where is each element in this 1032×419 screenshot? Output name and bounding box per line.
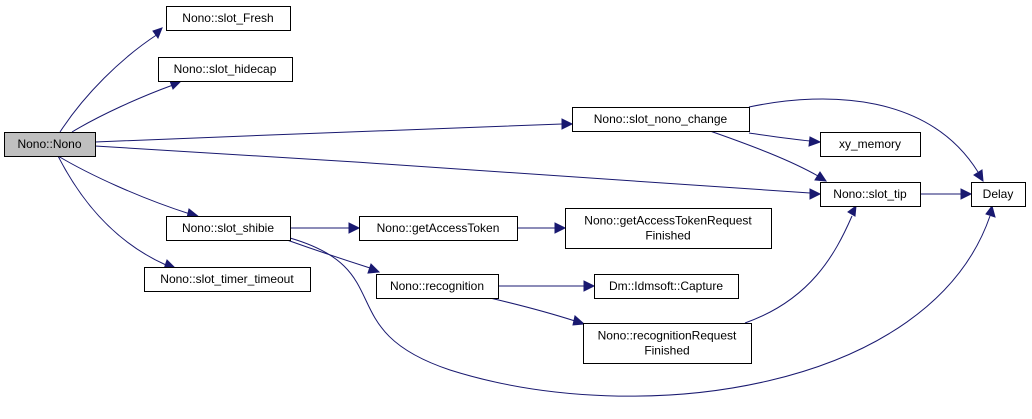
node-label: Nono::recognition [390, 279, 484, 293]
edge-recognitionReq-to-slot_tip [744, 204, 857, 324]
edge-line [94, 123, 563, 143]
node-box [166, 216, 291, 241]
edge-line [748, 132, 811, 142]
node-label: Dm::Idmsoft::Capture [609, 279, 723, 293]
arrowhead [572, 315, 586, 326]
arrowhead [554, 222, 567, 234]
arrowhead [808, 136, 822, 147]
edge-line [489, 297, 576, 322]
node-box [572, 107, 750, 132]
node-label: Nono::slot_nono_change [594, 112, 728, 126]
edge-recognition-to-capture [498, 280, 596, 292]
nodes-layer: Nono::Nono Nono::slot_FreshNono::slot_hid… [4, 6, 1026, 364]
node-nono[interactable]: Nono::Nono [4, 132, 96, 157]
node-box [376, 274, 499, 299]
node-box [359, 216, 518, 241]
node-box [820, 132, 921, 157]
node-capture[interactable]: Dm::Idmsoft::Capture [594, 274, 739, 299]
edge-shibie-to-delay [289, 204, 996, 397]
node-label: Nono::Nono [17, 137, 81, 151]
arrowhead [985, 204, 996, 218]
edge-line [744, 215, 853, 324]
arrowhead [583, 280, 596, 292]
edge-line [289, 215, 991, 397]
edges-layer [57, 27, 996, 397]
node-box [144, 267, 311, 292]
node-box [4, 132, 96, 157]
edge-line [59, 33, 159, 133]
node-label: Nono::getAccessTokenRequest [584, 214, 752, 228]
edge-slot_tip-to-delay [920, 188, 973, 200]
node-label: xy_memory [839, 137, 901, 151]
node-slot_tip[interactable]: Nono::slot_tip [820, 182, 921, 207]
edge-nono-to-nono_change [94, 118, 574, 143]
edge-nono-to-timer [57, 155, 177, 270]
node-timer[interactable]: Nono::slot_timer_timeout [144, 267, 311, 292]
edge-line [57, 155, 191, 215]
edge-line [709, 130, 819, 177]
arrowhead [169, 80, 182, 90]
edge-nono-to-slot_tip [94, 145, 822, 200]
arrowhead [348, 222, 361, 234]
edge-nono_change-to-slot_tip [709, 130, 827, 182]
node-nono_change[interactable]: Nono::slot_nono_change [572, 107, 750, 132]
edge-line [57, 155, 167, 266]
node-box [820, 182, 921, 207]
node-label: Nono::slot_shibie [182, 221, 274, 235]
node-box [158, 57, 293, 82]
node-box [166, 6, 291, 31]
arrowhead [814, 171, 827, 182]
node-getAccessToken[interactable]: Nono::getAccessToken [359, 216, 518, 241]
arrowhead [809, 188, 822, 200]
edge-nono_change-to-delay [748, 98, 984, 182]
arrowhead [973, 169, 984, 182]
arrowhead [960, 188, 973, 200]
node-label: Nono::slot_timer_timeout [160, 272, 294, 286]
node-label: Finished [644, 344, 689, 358]
edge-line [71, 84, 174, 133]
node-box [594, 274, 739, 299]
node-label: Nono::slot_tip [833, 187, 907, 201]
node-label: Nono::getAccessToken [377, 221, 500, 235]
edge-nono-to-hidecap [71, 80, 182, 133]
edge-nono_change-to-xy_memory [748, 132, 822, 147]
node-delay[interactable]: Delay [971, 182, 1026, 207]
node-label: Nono::slot_hidecap [174, 62, 277, 76]
edge-nono-to-shibie [57, 155, 201, 219]
edge-nono-to-fresh [59, 27, 163, 133]
node-hidecap[interactable]: Nono::slot_hidecap [158, 57, 293, 82]
arrowhead [367, 263, 381, 274]
arrowhead [561, 118, 574, 130]
edge-line [748, 98, 979, 173]
node-box [971, 182, 1026, 207]
node-box [565, 208, 772, 249]
node-shibie[interactable]: Nono::slot_shibie [166, 216, 291, 241]
edge-getAccessToken-to-getAccessTokenReq [517, 222, 567, 234]
edge-line [94, 145, 811, 194]
arrowhead [847, 204, 857, 217]
node-label: Delay [983, 187, 1014, 201]
node-label: Nono::slot_Fresh [182, 11, 273, 25]
node-label: Nono::recognitionRequest [598, 329, 737, 343]
edge-shibie-to-getAccessToken [290, 222, 361, 234]
arrowhead [152, 27, 163, 40]
node-recognition[interactable]: Nono::recognition [376, 274, 499, 299]
node-box [583, 323, 752, 364]
node-fresh[interactable]: Nono::slot_Fresh [166, 6, 291, 31]
node-xy_memory[interactable]: xy_memory [820, 132, 921, 157]
edge-recognition-to-recognitionReq [489, 297, 586, 326]
node-label: Finished [645, 229, 690, 243]
